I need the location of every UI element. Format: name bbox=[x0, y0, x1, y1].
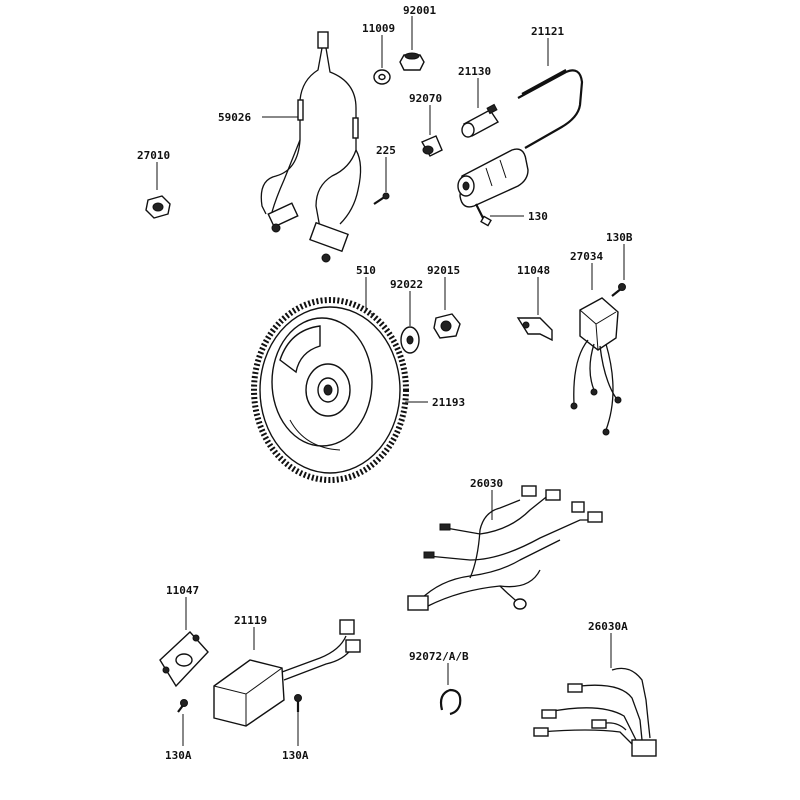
label-21121: 21121 bbox=[531, 25, 564, 38]
part-27010-nut bbox=[145, 195, 171, 219]
label-130A-left: 130A bbox=[165, 749, 192, 762]
part-92072-clamp bbox=[439, 688, 462, 716]
part-11048-bracket bbox=[516, 317, 553, 342]
part-130A-left-bolt bbox=[177, 699, 188, 713]
label-510: 510 bbox=[356, 264, 376, 277]
label-21193: 21193 bbox=[432, 396, 465, 409]
part-21121-lead bbox=[517, 69, 584, 149]
part-21130-cap bbox=[461, 103, 500, 138]
part-26030A-harness bbox=[533, 667, 657, 757]
part-92070-cap-nut bbox=[421, 135, 443, 157]
part-92022-washer bbox=[400, 326, 420, 354]
part-59026-harness bbox=[260, 31, 362, 263]
label-27010: 27010 bbox=[137, 149, 170, 162]
part-11047-bracket bbox=[159, 631, 209, 688]
label-21119: 21119 bbox=[234, 614, 267, 627]
part-27034-module bbox=[570, 297, 622, 436]
part-130A-right-bolt bbox=[294, 694, 302, 712]
label-11047: 11047 bbox=[166, 584, 199, 597]
part-225-screw bbox=[373, 192, 390, 205]
part-130B-bolt bbox=[611, 283, 626, 297]
label-26030: 26030 bbox=[470, 477, 503, 490]
part-92015-nut bbox=[433, 313, 461, 339]
part-21119-igniter bbox=[213, 619, 361, 727]
label-225: 225 bbox=[376, 144, 396, 157]
part-21193-flywheel bbox=[251, 297, 409, 483]
label-92015: 92015 bbox=[427, 264, 460, 277]
part-coil bbox=[457, 148, 529, 208]
label-59026: 59026 bbox=[218, 111, 251, 124]
label-92072: 92072/A/B bbox=[409, 650, 469, 663]
label-11048: 11048 bbox=[517, 264, 550, 277]
label-130A-right: 130A bbox=[282, 749, 309, 762]
part-11009-washer bbox=[373, 69, 391, 85]
label-21130: 21130 bbox=[458, 65, 491, 78]
label-92001: 92001 bbox=[403, 4, 436, 17]
label-11009: 11009 bbox=[362, 22, 395, 35]
part-130-bolt bbox=[475, 203, 492, 227]
label-130: 130 bbox=[528, 210, 548, 223]
leader-lines bbox=[156, 16, 625, 746]
label-92070: 92070 bbox=[409, 92, 442, 105]
part-26030-harness bbox=[407, 485, 603, 611]
label-27034: 27034 bbox=[570, 250, 603, 263]
label-26030A: 26030A bbox=[588, 620, 628, 633]
label-92022: 92022 bbox=[390, 278, 423, 291]
label-130B: 130B bbox=[606, 231, 633, 244]
part-92001-nut bbox=[399, 52, 425, 71]
